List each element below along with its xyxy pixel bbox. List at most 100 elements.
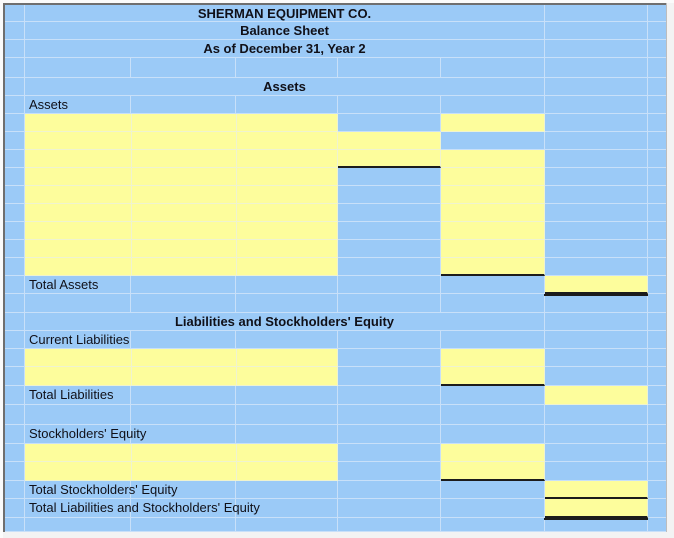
amount-middle-input-cell[interactable] [441,204,545,222]
total-assets-input-cell-double-underlined[interactable] [544,276,648,296]
cell [236,331,338,349]
cell [338,499,441,518]
cell [545,186,648,204]
account-name-input-cell[interactable] [25,204,338,222]
cell [131,58,236,78]
cell [338,444,441,462]
blank-row [5,405,666,425]
cell [441,132,545,150]
statement-title: Balance Sheet [25,22,545,40]
amount-middle-input-cell[interactable] [441,168,545,186]
asset-row-8 [5,240,666,258]
cell [441,499,545,518]
account-name-input-cell[interactable] [25,367,338,386]
cell [441,405,545,425]
cell [648,222,666,240]
cell-indent [5,40,25,58]
amount-inner-input-cell-underlined[interactable] [338,150,441,168]
cell [131,331,236,349]
account-name-input-cell[interactable] [25,132,338,150]
amount-middle-input-cell[interactable] [441,222,545,240]
cell [441,58,545,78]
account-name-input-cell[interactable] [25,186,338,204]
amount-middle-input-cell-underlined[interactable] [441,258,545,276]
company-name-title: SHERMAN EQUIPMENT CO. [25,5,545,22]
cell [131,386,236,405]
cell [648,276,666,294]
cell [648,114,666,132]
amount-middle-input-cell[interactable] [441,114,545,132]
cell [441,386,545,405]
amount-middle-input-cell[interactable] [441,186,545,204]
window-left-edge [0,0,3,538]
amount-middle-input-cell-underlined[interactable] [441,462,545,481]
cell [338,186,441,204]
cell [545,349,648,367]
cell [338,518,441,532]
account-name-input-cell[interactable] [25,258,338,276]
liabilities-equity-heading-row: Liabilities and Stockholders' Equity [5,313,666,331]
amount-inner-input-cell[interactable] [338,132,441,150]
total-stockholders-equity-input-cell-underlined[interactable] [545,481,648,499]
cell [25,405,131,425]
account-name-input-cell[interactable] [25,150,338,168]
asset-row-1 [5,114,666,132]
blank-row [5,294,666,313]
cell-indent [5,5,25,22]
total-liabilities-label: Total Liabilities [29,387,114,402]
cell [545,204,648,222]
cell [648,150,666,168]
cell [131,425,236,444]
total-liabilities-equity-input-cell-double-underlined[interactable] [544,499,648,520]
cell-indent [5,78,25,96]
account-name-input-cell[interactable] [25,462,338,481]
total-stockholders-equity-row: Total Stockholders' Equity [5,481,666,499]
assets-heading-row: Assets [5,78,666,96]
window-top-edge [0,0,674,3]
cell [338,240,441,258]
cell [648,313,666,331]
stockholders-equity-label: Stockholders' Equity [29,426,147,441]
stockholders-equity-label-row: Stockholders' Equity [5,425,666,444]
cell [545,518,648,532]
account-name-input-cell[interactable] [25,168,338,186]
cell [545,150,648,168]
account-name-input-cell[interactable] [25,222,338,240]
cell [236,405,338,425]
account-name-input-cell[interactable] [25,114,338,132]
cell-indent [5,114,25,132]
account-name-input-cell[interactable] [25,444,338,462]
cell [441,294,545,313]
total-assets-label: Total Assets [29,277,99,292]
balance-sheet-grid: SHERMAN EQUIPMENT CO. Balance Sheet As o… [3,3,666,532]
cell [545,425,648,444]
cell-indent [5,276,25,294]
cell [545,313,648,331]
cell [236,518,338,532]
cell-indent [5,313,25,331]
cell-indent [5,222,25,240]
cell [545,444,648,462]
liability-row-2 [5,367,666,386]
cell [338,258,441,276]
cell-indent [5,481,25,499]
amount-middle-input-cell-underlined[interactable] [441,367,545,386]
account-name-input-cell[interactable] [25,240,338,258]
amount-middle-input-cell[interactable] [441,349,545,367]
cell [338,114,441,132]
amount-middle-input-cell[interactable] [441,150,545,168]
cell [5,518,25,532]
cell [236,294,338,313]
amount-middle-input-cell[interactable] [441,240,545,258]
cell [648,462,666,481]
cell [648,240,666,258]
cell [545,5,648,22]
cell [441,518,545,532]
cell [648,186,666,204]
cell [545,40,648,58]
amount-middle-input-cell[interactable] [441,444,545,462]
account-name-input-cell[interactable] [25,349,338,367]
total-liabilities-input-cell[interactable] [545,386,648,405]
cell [25,294,131,313]
